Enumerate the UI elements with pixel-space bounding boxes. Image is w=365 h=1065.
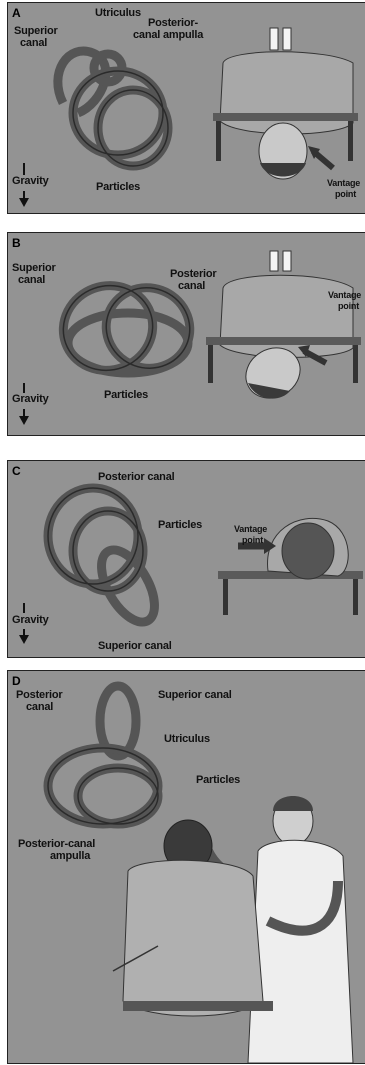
- posterior-canal-label-line2: canal: [26, 702, 53, 713]
- posterior-canal-label-line1: Posterior: [16, 690, 63, 701]
- vantage-point-label-line2: point: [242, 536, 263, 545]
- superior-canal-label-line2: canal: [20, 38, 47, 49]
- particles-label: Particles: [196, 775, 240, 786]
- panel-c: C Posterior canal Particles Vantage poin…: [7, 460, 365, 658]
- posterior-canal-label-line1: Posterior: [170, 269, 217, 280]
- panel-d-letter: D: [12, 674, 21, 688]
- panel-c-letter: C: [12, 464, 21, 478]
- gravity-label: Gravity: [12, 394, 49, 405]
- vantage-point-label-line1: Vantage: [234, 525, 267, 534]
- gravity-label: Gravity: [12, 176, 49, 187]
- superior-canal-label-line1: Superior: [14, 26, 58, 37]
- panel-c-illustration: [8, 461, 365, 657]
- utriculus-label: Utriculus: [95, 8, 141, 19]
- particles-label: Particles: [104, 390, 148, 401]
- panel-d: D Posterior canal Superior canal Utricul…: [7, 670, 365, 1064]
- panel-d-illustration: [8, 671, 365, 1063]
- vantage-point-label-line1: Vantage: [327, 179, 360, 188]
- utriculus-label: Utriculus: [164, 734, 210, 745]
- superior-canal-label-line1: Superior: [12, 263, 56, 274]
- panel-a: A Utriculus Posterior- canal ampulla Sup…: [7, 2, 365, 214]
- posterior-canal-ampulla-label-line1: Posterior-canal: [18, 839, 95, 850]
- superior-canal-label: Superior canal: [98, 641, 172, 652]
- superior-canal-label-line2: canal: [18, 275, 45, 286]
- panel-b-illustration: [8, 233, 365, 435]
- posterior-canal-label-line2: canal: [178, 281, 205, 292]
- gravity-label: Gravity: [12, 615, 49, 626]
- posterior-canal-label: Posterior canal: [98, 472, 174, 483]
- posterior-canal-ampulla-label-line2: ampulla: [50, 851, 90, 862]
- particles-label: Particles: [96, 182, 140, 193]
- superior-canal-label: Superior canal: [158, 690, 232, 701]
- vantage-point-label-line2: point: [335, 190, 356, 199]
- panel-a-letter: A: [12, 6, 21, 20]
- vantage-point-label-line1: Vantage: [328, 291, 361, 300]
- panel-b-letter: B: [12, 236, 21, 250]
- particles-label: Particles: [158, 520, 202, 531]
- vantage-point-label-line2: point: [338, 302, 359, 311]
- posterior-ampulla-label-line1: Posterior-: [148, 18, 198, 29]
- panel-b: B Superior canal Posterior canal Vantage…: [7, 232, 365, 436]
- posterior-ampulla-label-line2: canal ampulla: [133, 30, 203, 41]
